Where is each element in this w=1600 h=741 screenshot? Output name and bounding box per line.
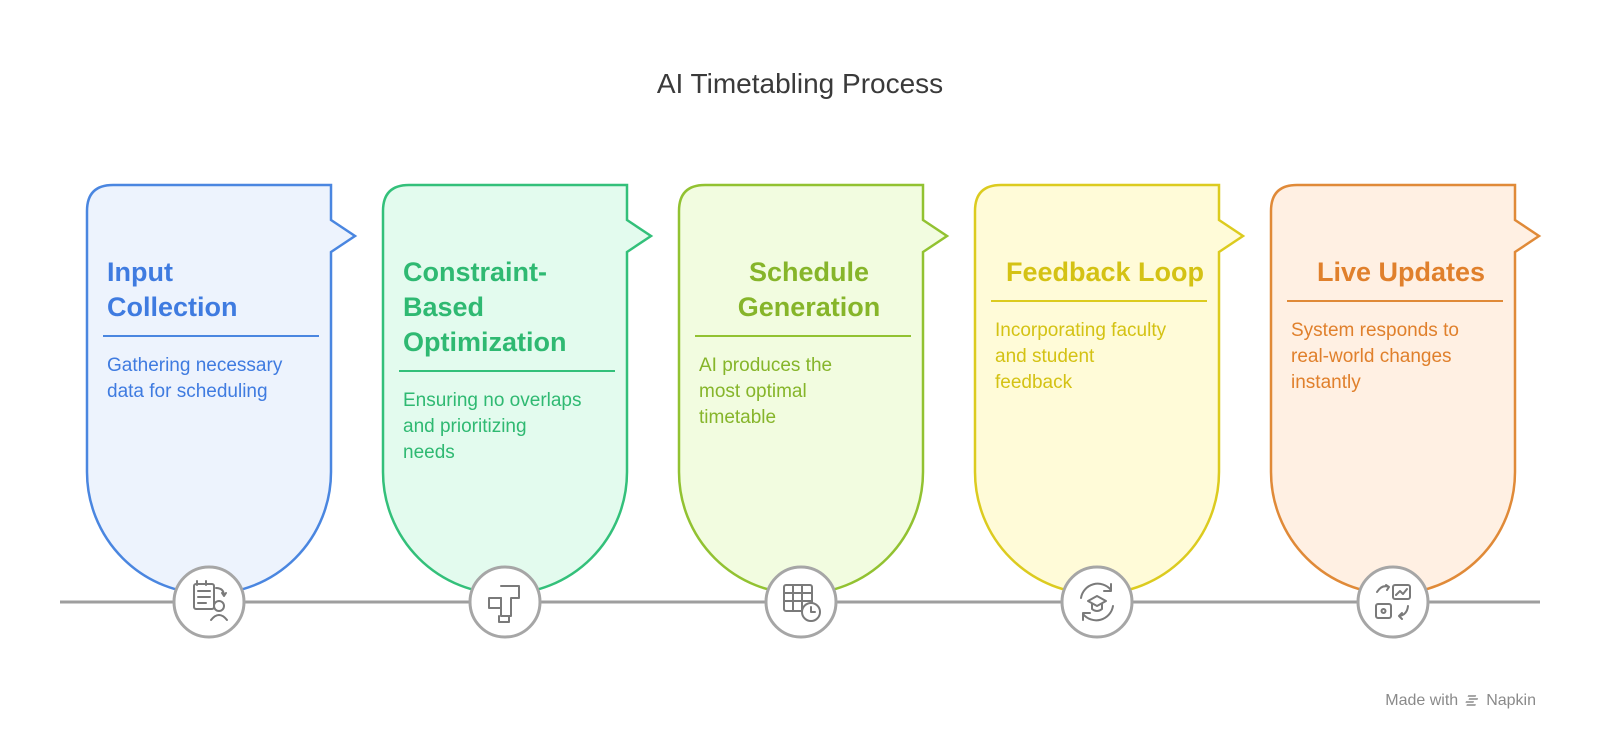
step-description: System responds to real-world changes in… [1291,320,1459,393]
step-heading: Feedback Loop [1005,257,1205,287]
step-divider [695,335,911,337]
refresh-graduation-icon [1080,582,1114,622]
step-heading: Live Updates [1316,257,1486,287]
step-heading: Schedule Generation [737,257,881,322]
clipboard-person-icon [193,580,228,621]
step-node-5 [1356,565,1430,639]
pipe-fitting-icon [488,585,520,623]
step-node-2 [468,565,542,639]
napkin-watermark[interactable]: Made with Napkin [1385,692,1536,710]
step-divider [1287,300,1503,302]
step-text-3: Schedule Generation AI produces the most … [699,255,919,431]
step-divider [991,300,1207,302]
table-clock-icon [783,584,821,622]
watermark-brand: Napkin [1486,692,1536,709]
step-description: Incorporating faculty and student feedba… [995,320,1167,393]
step-node-4 [1060,565,1134,639]
step-node-1 [172,565,246,639]
watermark-prefix: Made with [1385,692,1459,709]
step-heading: Input Collection [107,257,238,322]
step-description: AI produces the most optimal timetable [699,355,833,428]
step-divider [399,370,615,372]
diagram-title: AI Timetabling Process [656,68,944,99]
step-description: Ensuring no overlaps and prioritizing ne… [403,390,582,463]
step-divider [103,335,319,337]
dashboard-sync-icon [1375,584,1411,620]
step-description: Gathering necessary data for scheduling [107,355,283,402]
step-heading: Constraint- Based Optimization [403,257,567,357]
napkin-logo-icon [1465,695,1479,706]
